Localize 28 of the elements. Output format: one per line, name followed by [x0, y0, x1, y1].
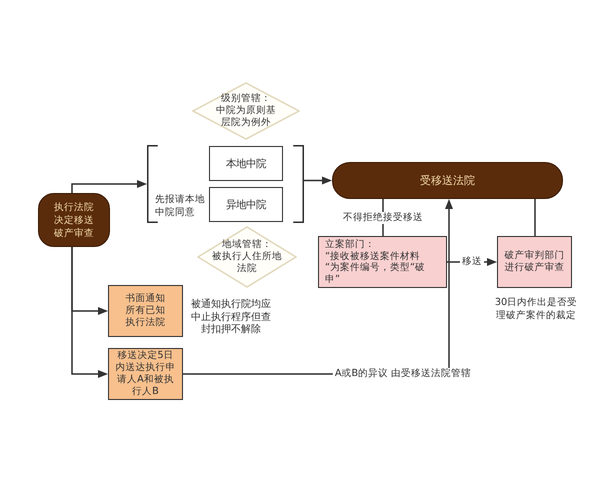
body-text: 中院为原则基层院为例外 — [215, 105, 277, 129]
arrow — [304, 176, 332, 184]
edge-label: 移送 — [460, 256, 484, 268]
body-text: “为案件编号，类型“破申” — [325, 262, 426, 285]
arrow — [71, 180, 147, 193]
heading-text: 级别管辖： — [221, 93, 271, 105]
connector-line — [534, 199, 536, 236]
arrow — [71, 247, 108, 378]
rounded-box: 受移送法院 — [332, 162, 563, 199]
info-diamond — [192, 82, 300, 140]
process-box: 移送决定5日内送达执行申请人A和被执行人B — [108, 348, 183, 400]
rounded-box: 执行法院决定移送破产审查 — [38, 193, 110, 247]
body-text: “接收被移送案件材料 — [325, 250, 422, 262]
process-box: 异地中院 — [209, 187, 283, 222]
heading-text: 立案部门： — [325, 239, 376, 250]
info-diamond — [197, 226, 297, 288]
body-text: 被执行人住所地法院 — [211, 251, 283, 275]
edge-label: A或B的异议 由受移送法院管辖 — [332, 368, 474, 380]
process-box: 破产审判部门进行破产审查 — [497, 236, 572, 288]
heading-text: 地域管辖： — [222, 239, 272, 251]
process-box — [318, 236, 447, 288]
side-note: 被通知执行院均应中止执行程序但查封扣押不解除 — [190, 299, 272, 336]
process-box: 本地中院 — [209, 146, 283, 181]
side-note: 先报请本地中院同意 — [155, 194, 206, 219]
side-note: 30日内作出是否受理破产案件的裁定 — [494, 297, 578, 322]
process-box: 书面通知所有已知执行法院 — [108, 285, 183, 337]
edge-label: 不得拒绝接受移送 — [341, 212, 425, 224]
bracket-group — [147, 145, 304, 223]
